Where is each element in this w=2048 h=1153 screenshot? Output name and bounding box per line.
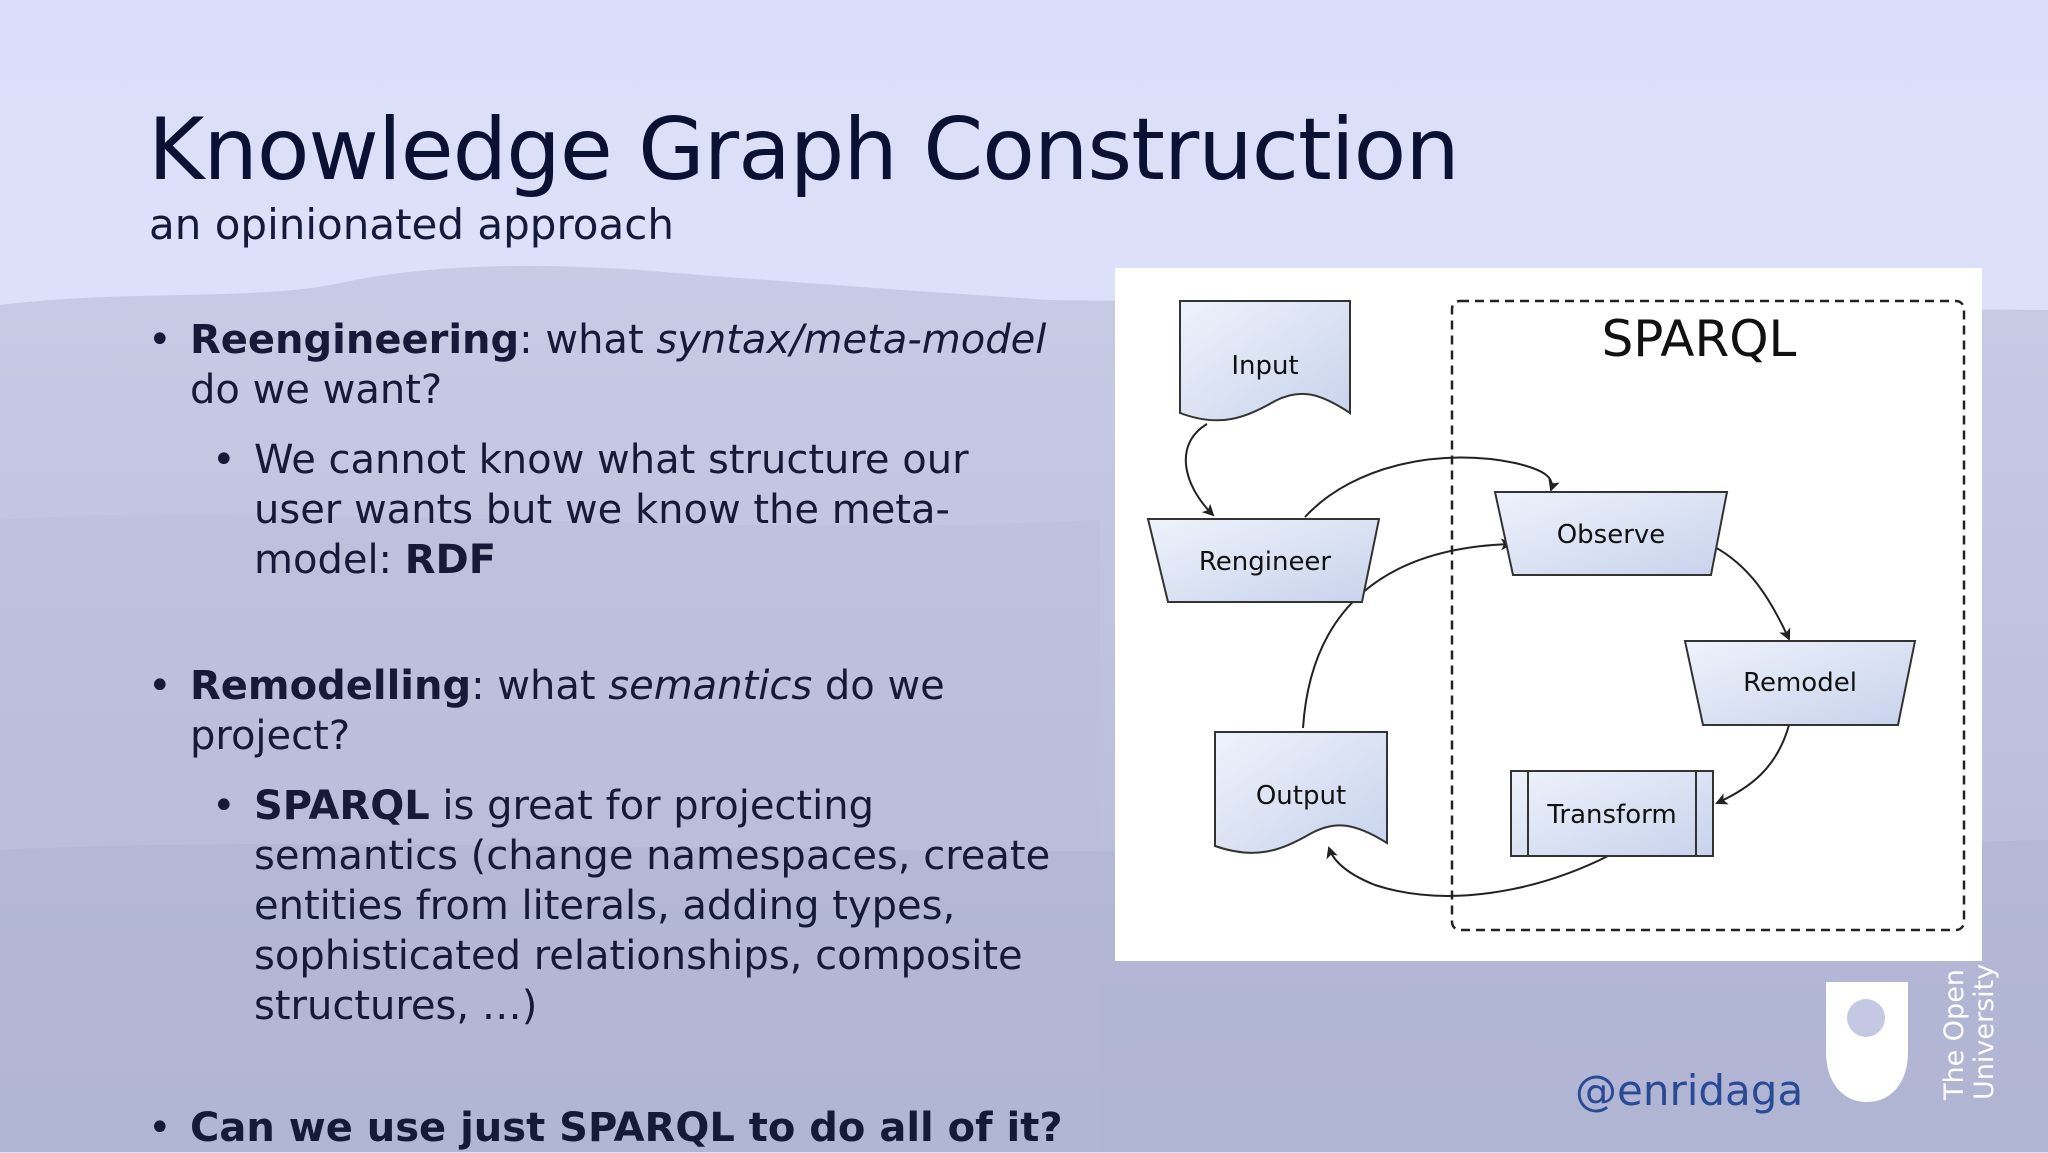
bullet-marker: • — [148, 317, 172, 363]
node-transform: Transform — [1510, 770, 1714, 857]
sparql-group-box — [1450, 299, 1966, 932]
bullet-marker: • — [148, 1105, 172, 1151]
slide-title: Knowledge Graph Construction — [148, 100, 1460, 200]
workflow-diagram: SPARQL Input Rengineer Observe Remodel — [1115, 268, 1982, 961]
bullet-marker: • — [212, 437, 236, 483]
arrow-input-to-rengineer — [1184, 423, 1215, 517]
node-rengineer-label: Rengineer — [1199, 547, 1332, 577]
bullet-marker: • — [212, 783, 236, 829]
bullet-reengineering: • Reengineering: what syntax/meta-model … — [148, 315, 1098, 415]
sub-bullet-rdf: • We cannot know what structure our user… — [148, 435, 1054, 585]
node-remodel: Remodel — [1683, 640, 1917, 726]
node-observe-label: Observe — [1557, 520, 1666, 550]
sparql-group-label: SPARQL — [1602, 310, 1797, 368]
bullet-term: Remodelling — [190, 663, 472, 709]
bullet-text: We cannot know what structure our user w… — [254, 437, 969, 583]
node-output: Output — [1214, 731, 1388, 854]
bullet-marker: • — [148, 663, 172, 709]
bullet-term: SPARQL — [254, 783, 430, 829]
bullet-list: • Reengineering: what syntax/meta-model … — [148, 315, 1098, 1153]
twitter-handle: @enridaga — [1575, 1066, 1804, 1115]
bullet-emphasis: semantics — [608, 663, 813, 709]
open-university-logo — [1826, 982, 1908, 1102]
bullet-emphasis: syntax/meta-model — [656, 317, 1047, 363]
bullet-term: Reengineering — [190, 317, 520, 363]
bullet-question: • Can we use just SPARQL to do all of it… — [148, 1103, 1098, 1153]
node-output-label: Output — [1256, 781, 1346, 811]
node-rengineer: Rengineer — [1146, 518, 1381, 603]
bullet-term: Can we use just SPARQL to do all of it? — [190, 1105, 1063, 1151]
org-name-line2: University — [1969, 963, 2000, 1100]
bullet-term: RDF — [404, 537, 497, 583]
node-transform-label: Transform — [1546, 800, 1676, 830]
node-input-label: Input — [1231, 351, 1298, 381]
bullet-text: is great for projecting semantics (chang… — [254, 783, 1051, 1029]
org-name-line1: The Open — [1939, 969, 1970, 1100]
node-remodel-label: Remodel — [1743, 668, 1857, 698]
open-university-wordmark: The Open University — [1939, 930, 2000, 1100]
node-input: Input — [1179, 300, 1351, 422]
bullet-text: do we want? — [190, 367, 443, 413]
arrow-observe-to-remodel — [1712, 545, 1791, 641]
node-observe: Observe — [1493, 491, 1729, 576]
arrow-remodel-to-transform — [1715, 724, 1790, 805]
bullet-text: do we project? — [190, 663, 945, 759]
bullet-remodelling: • Remodelling: what semantics do we proj… — [148, 661, 1098, 761]
bullet-text: : what — [519, 317, 657, 363]
sub-bullet-sparql: • SPARQL is great for projecting semanti… — [148, 781, 1054, 1031]
arrow-transform-to-output — [1326, 846, 1611, 897]
arrow-rengineer-to-observe — [1304, 456, 1560, 518]
slide-subtitle: an opinionated approach — [149, 200, 674, 249]
bullet-text: : what — [471, 663, 609, 709]
